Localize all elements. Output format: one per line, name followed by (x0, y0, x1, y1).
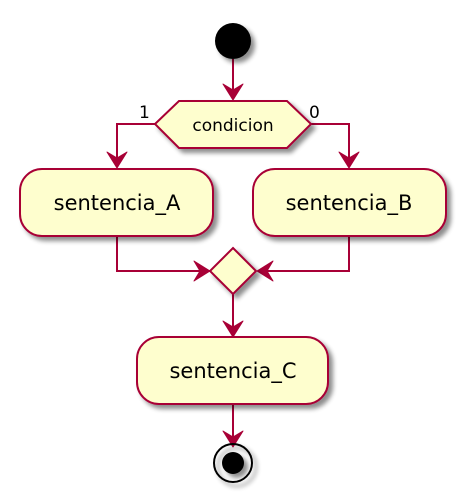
edge-true-branch (116, 123, 155, 158)
action-a-label: sentencia_A (54, 191, 181, 216)
arrowhead-action-c (222, 320, 244, 338)
arrowhead-merge-right (256, 260, 274, 282)
stop-node (213, 443, 253, 483)
arrowhead-merge-left (193, 260, 211, 282)
action-b-label: sentencia_B (286, 191, 413, 216)
branch-label-true: 1 (139, 103, 150, 123)
edge-false-branch (311, 123, 350, 158)
action-node-c: sentencia_C (136, 336, 329, 405)
condition-node: condicion (153, 100, 313, 149)
merge-node (208, 246, 258, 296)
arrowhead-condition (222, 83, 244, 101)
edge-b-to-merge (267, 237, 350, 272)
arrowhead-stop (222, 430, 244, 448)
arrowhead-action-b (338, 151, 360, 169)
branch-label-false: 0 (309, 103, 320, 123)
edge-a-to-merge (116, 237, 200, 272)
arrowhead-action-a (106, 151, 128, 169)
start-node (215, 23, 251, 59)
action-node-a: sentencia_A (19, 168, 214, 237)
action-c-label: sentencia_C (169, 359, 296, 384)
action-node-b: sentencia_B (252, 168, 447, 237)
condition-label: condicion (192, 116, 273, 136)
